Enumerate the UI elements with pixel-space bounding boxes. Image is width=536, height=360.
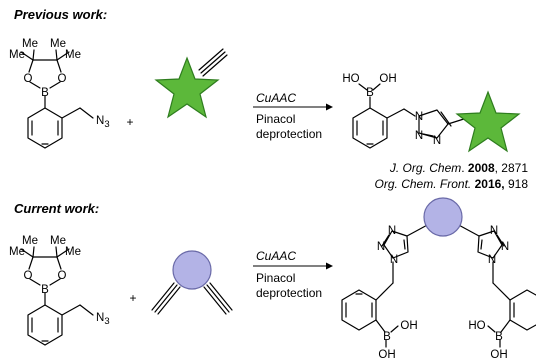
hydroxyl-label: HO [468, 320, 485, 332]
nitrogen-atom: N [377, 241, 385, 253]
reactant-azide-boronate-2: Me Me Me Me O O B N3 [9, 235, 110, 346]
methyl-label: Me [65, 49, 81, 61]
references: J. Org. Chem. 2008, 2871 Org. Chem. Fron… [375, 161, 529, 191]
methyl-label: Me [50, 235, 66, 247]
nitrogen-atom: N [415, 111, 423, 123]
nitrogen-atom: N [490, 225, 498, 237]
nitrogen-atom: N [390, 254, 398, 266]
reactant-alkyne-star [154, 48, 228, 119]
circle-icon [172, 250, 212, 290]
hydroxyl-label: HO [342, 73, 359, 85]
star-icon [455, 90, 521, 153]
product-2: N N N N N N B OH OH B HO OH [341, 197, 536, 360]
boron-atom: B [383, 331, 391, 343]
boron-atom: B [41, 284, 49, 296]
condition-deprotection: deprotection [256, 286, 322, 300]
plus-sign: + [126, 115, 133, 129]
previous-work-title: Previous work: [14, 7, 107, 22]
star-icon [154, 56, 220, 119]
methyl-label: Me [50, 38, 66, 50]
reaction-conditions-1: CuAAC Pinacol deprotection [253, 91, 333, 141]
azide-label: N3 [96, 115, 110, 130]
methyl-label: Me [9, 246, 25, 258]
methyl-label: Me [9, 49, 25, 61]
current-work-title: Current work: [14, 201, 99, 216]
oxygen-atom: O [58, 73, 67, 85]
methyl-label: Me [22, 235, 38, 247]
reactant-azide-boronate-1: Me Me Me Me O O B N3 [9, 38, 110, 149]
nitrogen-atom: N [415, 130, 423, 142]
circle-icon [423, 197, 463, 237]
plus-sign: + [129, 291, 136, 305]
condition-cuaac: CuAAC [256, 91, 296, 105]
reactant-dialkyne-circle [151, 250, 233, 315]
reference-2: Org. Chem. Front. 2016, 918 [375, 177, 529, 191]
condition-pinacol: Pinacol [256, 112, 295, 126]
oxygen-atom: O [58, 270, 67, 282]
methyl-label: Me [65, 246, 81, 258]
methyl-label: Me [22, 38, 38, 50]
condition-cuaac: CuAAC [256, 249, 296, 263]
azide-label: N3 [96, 312, 110, 327]
nitrogen-atom: N [488, 254, 496, 266]
hydroxyl-label: OH [378, 349, 395, 360]
hydroxyl-label: OH [400, 320, 417, 332]
boron-atom: B [495, 331, 503, 343]
reference-1: J. Org. Chem. 2008, 2871 [389, 161, 528, 175]
nitrogen-atom: N [388, 225, 396, 237]
hydroxyl-label: OH [490, 349, 507, 360]
nitrogen-atom: N [501, 241, 509, 253]
product-1: HO OH B N N N [342, 73, 521, 153]
oxygen-atom: O [24, 270, 33, 282]
condition-pinacol: Pinacol [256, 271, 295, 285]
reaction-conditions-2: CuAAC Pinacol deprotection [253, 249, 333, 300]
boron-atom: B [366, 87, 374, 99]
hydroxyl-label: OH [379, 73, 396, 85]
oxygen-atom: O [24, 73, 33, 85]
boron-atom: B [41, 87, 49, 99]
condition-deprotection: deprotection [256, 127, 322, 141]
nitrogen-atom: N [433, 135, 441, 147]
